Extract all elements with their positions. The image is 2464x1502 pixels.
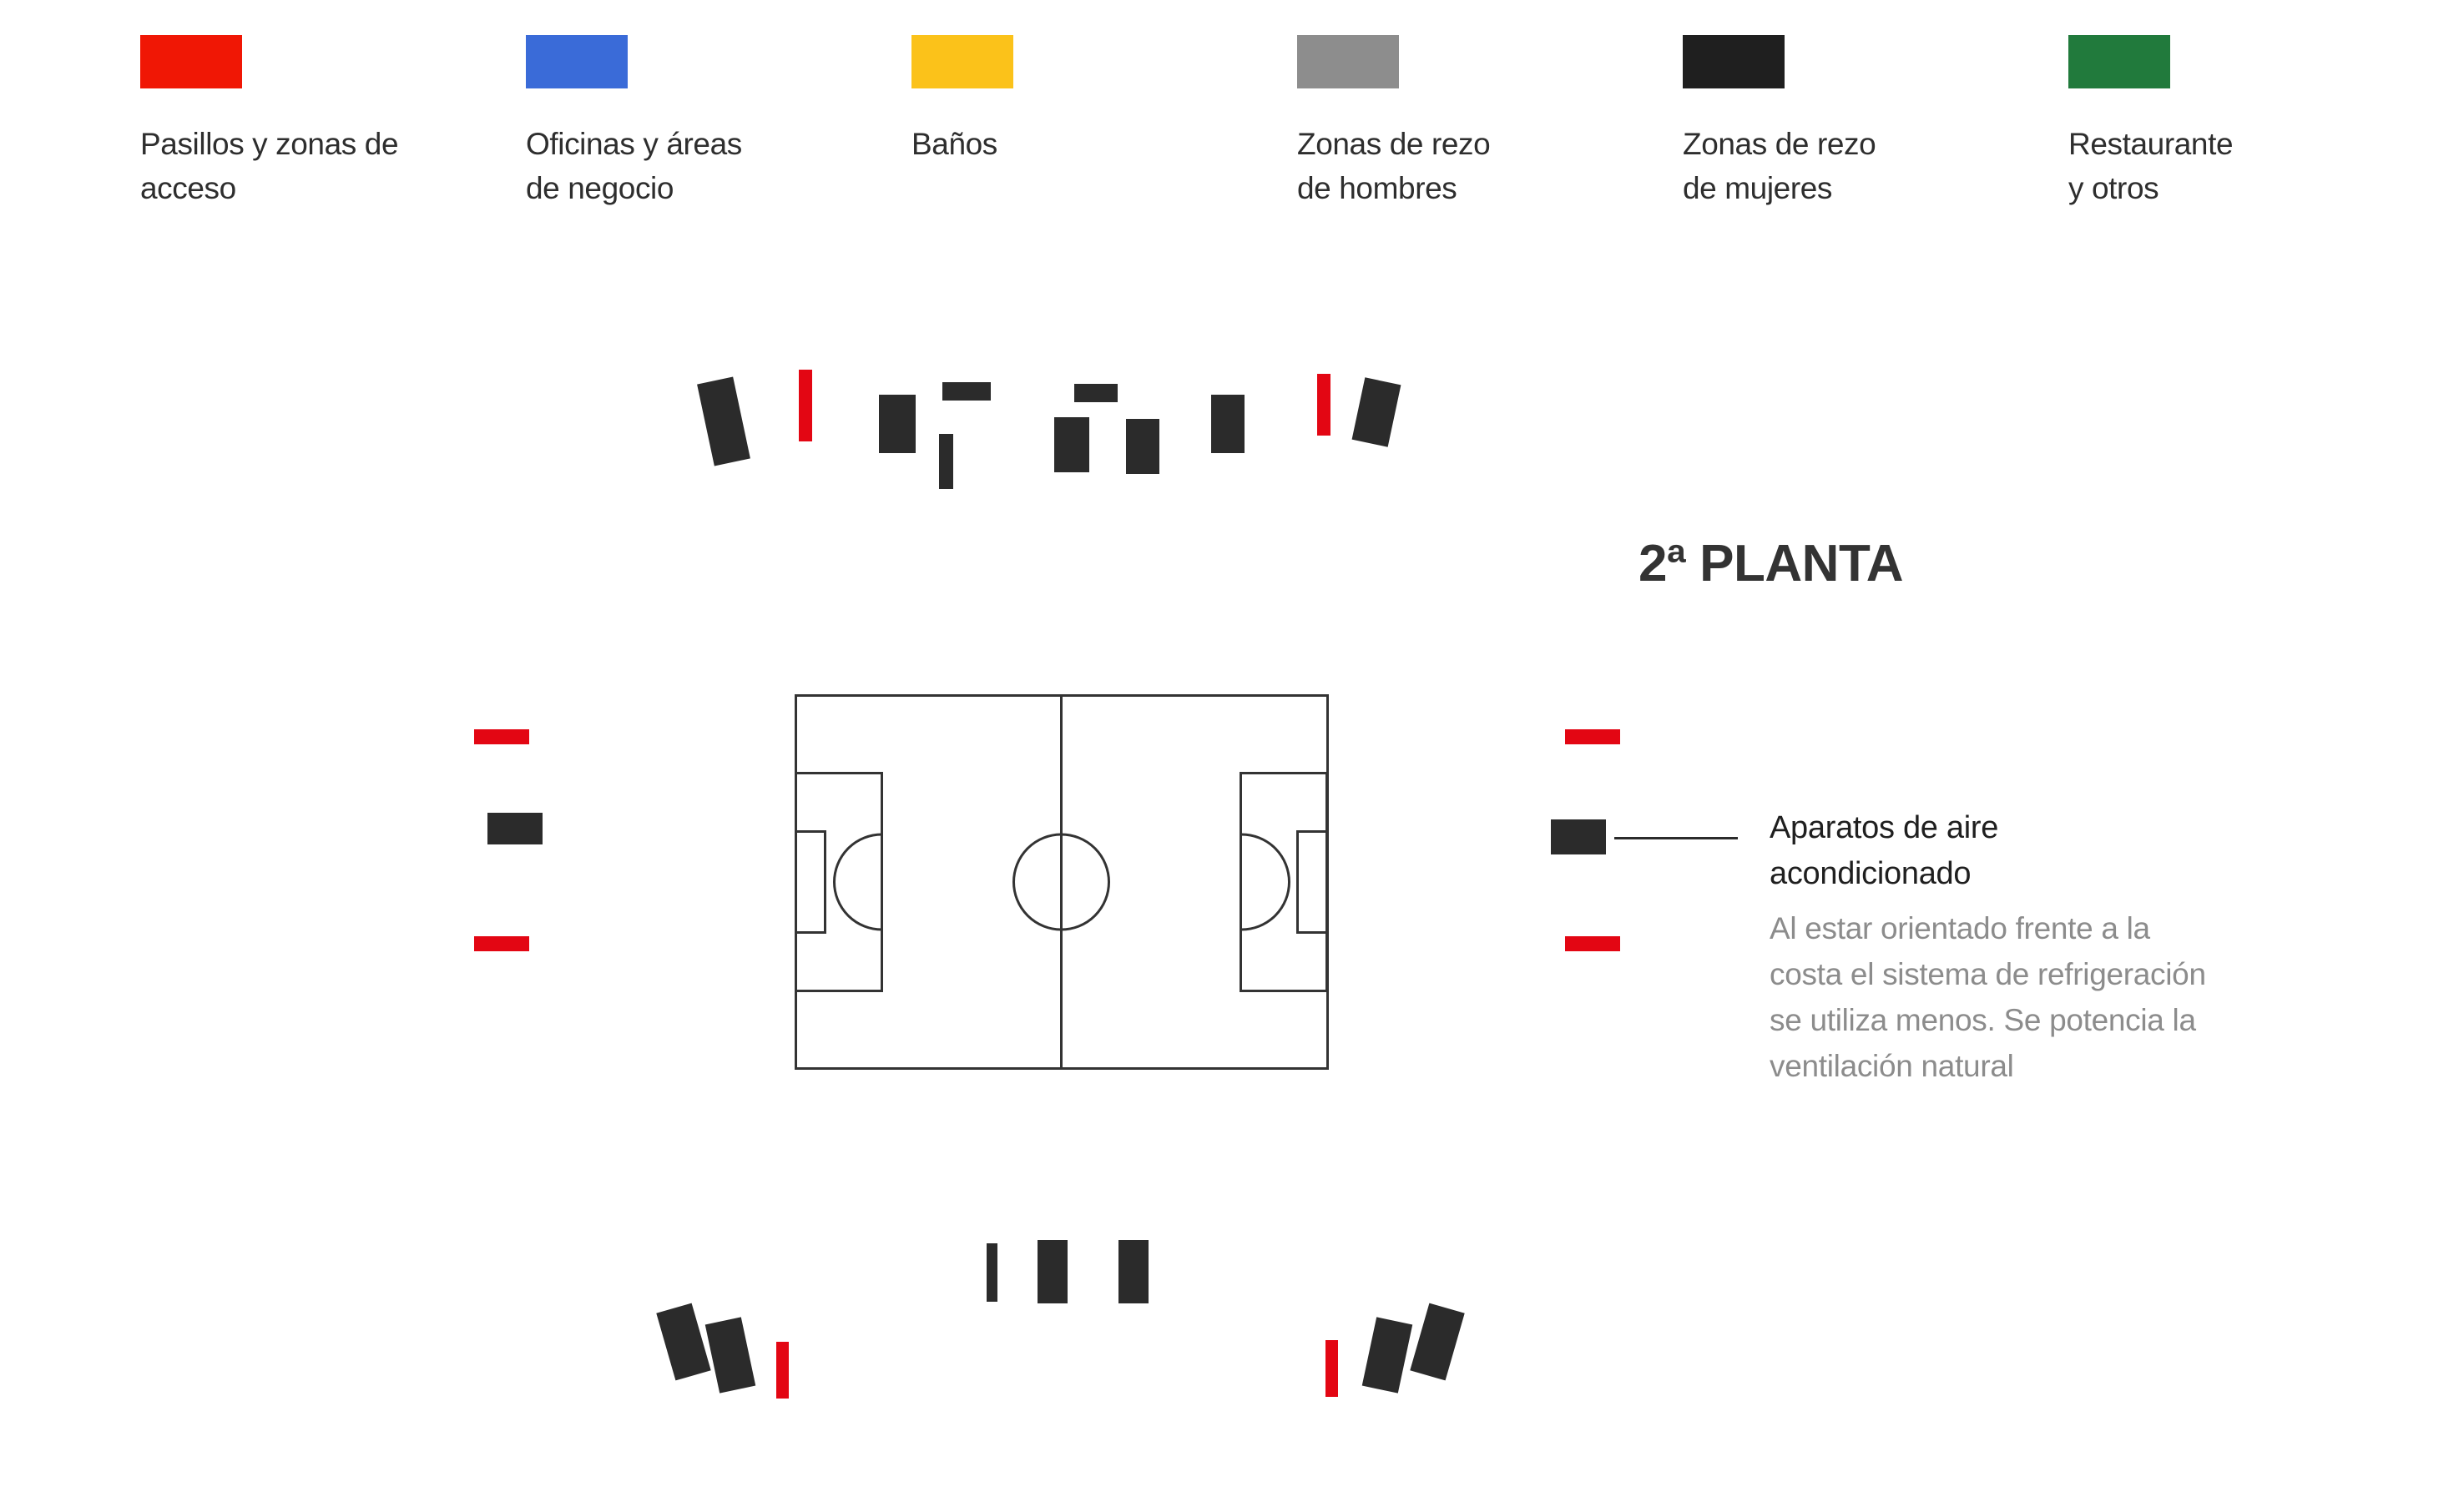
- legend-item-2[interactable]: Baños: [911, 35, 1270, 166]
- stand-marker-top-0: [697, 376, 750, 466]
- legend-label-5: Restaurante y otros: [2068, 127, 2234, 205]
- stand-marker-bottom-5: [776, 1342, 789, 1399]
- legend-item-4[interactable]: Zonas de rezo de mujeres: [1683, 35, 2042, 210]
- stand-marker-bottom-3: [656, 1303, 711, 1381]
- stand-marker-bottom-7: [1361, 1317, 1413, 1394]
- stand-marker-bottom-4: [704, 1317, 756, 1394]
- legend-item-0[interactable]: Pasillos y zonas de acceso: [140, 35, 499, 210]
- stand-marker-left-1: [487, 813, 543, 844]
- stand-marker-bottom-0: [987, 1243, 997, 1302]
- legend-item-5[interactable]: Restaurante y otros: [2068, 35, 2427, 210]
- stand-marker-top-10: [1351, 377, 1401, 447]
- stand-marker-bottom-6: [1325, 1340, 1338, 1397]
- stand-marker-top-3: [942, 382, 991, 401]
- annotation-block: Aparatos de aire acondicionado Al estar …: [1770, 805, 2345, 1089]
- stand-marker-top-6: [1074, 384, 1118, 402]
- stand-marker-top-1: [799, 370, 812, 441]
- stand-marker-top-2: [879, 395, 916, 453]
- legend: Pasillos y zonas de acceso Oficinas y áre…: [0, 0, 2464, 250]
- stand-marker-right-2: [1565, 936, 1620, 951]
- legend-label-3: Zonas de rezo de hombres: [1297, 127, 1491, 205]
- annotation-title: Aparatos de aire acondicionado: [1770, 810, 1999, 891]
- stand-marker-top-7: [1126, 419, 1159, 474]
- stand-marker-bottom-2: [1118, 1240, 1149, 1303]
- stand-marker-right-1: [1551, 819, 1606, 854]
- stand-marker-left-0: [474, 729, 529, 744]
- legend-item-3[interactable]: Zonas de rezo de hombres: [1297, 35, 1656, 210]
- legend-swatch-banos: [911, 35, 1013, 88]
- annotation-leader-line: [1614, 837, 1738, 839]
- legend-label-1: Oficinas y áreas de negocio: [526, 127, 742, 205]
- stand-marker-bottom-8: [1410, 1303, 1465, 1381]
- annotation-body: Al estar orientado frente a la costa el …: [1770, 911, 2206, 1083]
- page-title: 2ª PLANTA: [1638, 535, 1903, 592]
- legend-item-1[interactable]: Oficinas y áreas de negocio: [526, 35, 885, 210]
- legend-swatch-rezo-hombres: [1297, 35, 1399, 88]
- legend-label-0: Pasillos y zonas de acceso: [140, 127, 399, 205]
- legend-swatch-oficinas: [526, 35, 628, 88]
- stand-marker-left-2: [474, 936, 529, 951]
- legend-swatch-restaurante: [2068, 35, 2170, 88]
- legend-label-2: Baños: [911, 127, 997, 161]
- stand-marker-right-0: [1565, 729, 1620, 744]
- stand-marker-bottom-1: [1038, 1240, 1068, 1303]
- stand-marker-top-5: [1054, 417, 1089, 472]
- legend-swatch-rezo-mujeres: [1683, 35, 1785, 88]
- stand-marker-top-9: [1317, 374, 1330, 436]
- legend-swatch-pasillos: [140, 35, 242, 88]
- football-pitch: [795, 694, 1329, 1070]
- stand-marker-top-8: [1211, 395, 1245, 453]
- legend-label-4: Zonas de rezo de mujeres: [1683, 127, 1876, 205]
- stand-marker-top-4: [939, 434, 953, 489]
